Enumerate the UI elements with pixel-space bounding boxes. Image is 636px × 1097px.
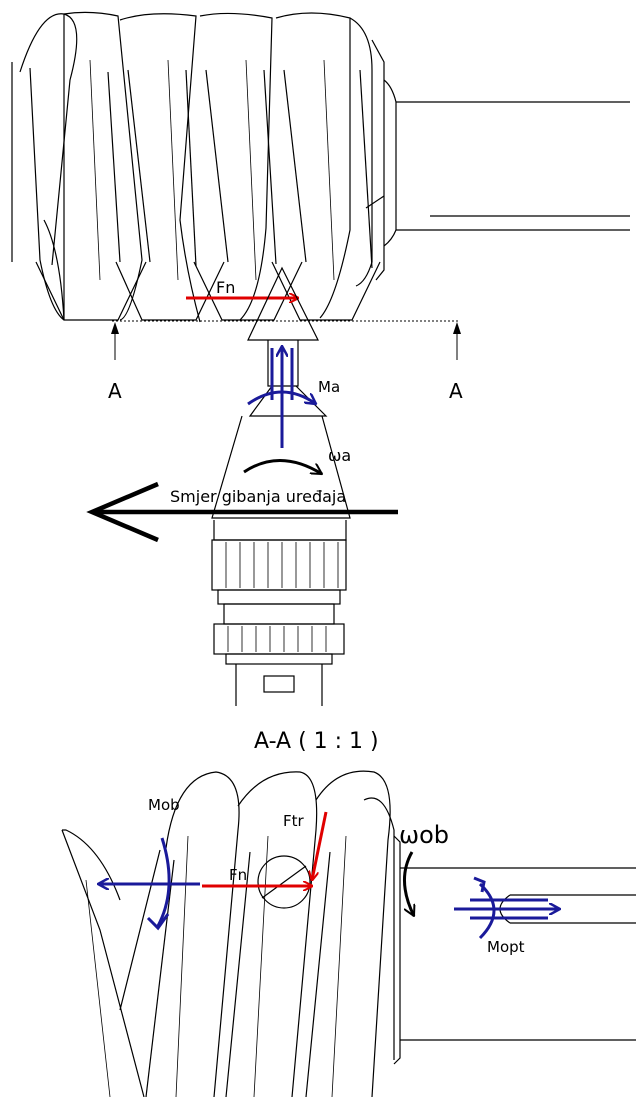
moment-ma-group: Ma	[247, 346, 340, 448]
ma-label: Ma	[318, 378, 340, 396]
omega-ob-label: ωob	[399, 821, 449, 849]
force-fn-top: Fn	[186, 278, 298, 298]
mopt-label: Mopt	[487, 938, 525, 956]
section-title: A-A ( 1 : 1 )	[254, 729, 379, 754]
omega-a-group: ωa	[243, 446, 351, 476]
motion-direction-arrow: Smjer gibanja uređaja	[86, 481, 398, 543]
omega-ob-group: ωob	[399, 821, 449, 916]
ftr-label: Ftr	[283, 812, 305, 830]
motion-label: Smjer gibanja uređaja	[170, 487, 346, 506]
moment-mopt: Mopt	[454, 876, 560, 956]
fn-label-section: Fn	[229, 866, 247, 884]
worm-screw-section	[61, 770, 636, 1097]
section-marker-left: A	[108, 379, 122, 403]
section-marker-right: A	[449, 379, 463, 403]
omega-a-label: ωa	[328, 446, 351, 465]
force-ftr: Ftr	[283, 811, 328, 880]
section-line-aa: A A	[108, 320, 463, 403]
mob-label: Mob	[148, 796, 180, 814]
worm-screw-top	[11, 11, 630, 323]
force-fn-section: Fn	[202, 866, 312, 886]
fn-label-top: Fn	[216, 278, 235, 297]
moment-mob: Mob	[98, 796, 200, 931]
